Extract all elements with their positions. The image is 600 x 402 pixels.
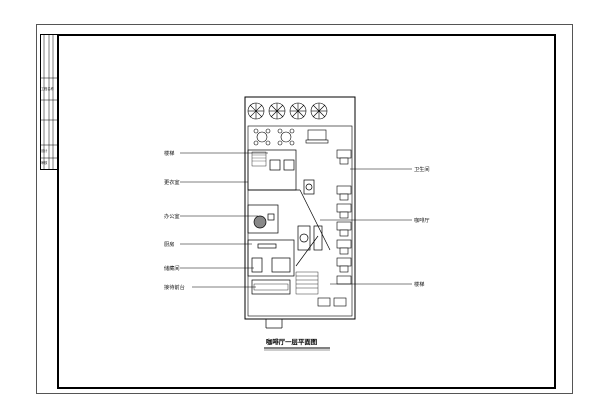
- label-stairs-left: 楼梯: [164, 149, 174, 157]
- label-office: 办公室: [164, 212, 180, 220]
- title-block-row3: 审核: [41, 160, 48, 165]
- label-stairs-right: 楼梯: [414, 280, 424, 288]
- round-tables: [253, 128, 329, 146]
- hall-furniture: [295, 179, 331, 267]
- title-block-text: 工程名称 设计 审核: [41, 86, 55, 165]
- label-reception: 接待前台: [164, 283, 185, 291]
- drawing-sheet: [36, 24, 573, 394]
- drawing-frame: [57, 34, 556, 389]
- label-restroom: 卫生间: [414, 165, 430, 173]
- terrace-umbrellas: [247, 102, 328, 120]
- umbrella-icon: [310, 102, 328, 120]
- drawing-title: 咖啡厅一层平面图: [266, 337, 317, 346]
- label-changing-room: 更衣室: [164, 178, 180, 186]
- stairs-lower: [295, 271, 319, 295]
- entrance: [265, 319, 283, 329]
- umbrella-icon: [268, 102, 286, 120]
- booth-seating: [317, 149, 352, 307]
- title-block-row1: 工程名称: [41, 86, 55, 91]
- room-labels: 楼梯 更衣室 办公室 厨房 储藏间 接待前台 卫生间 咖啡厅 楼梯: [164, 149, 430, 291]
- label-cafe-hall: 咖啡厅: [414, 216, 430, 224]
- umbrella-icon: [247, 102, 265, 120]
- leader-lines: [180, 152, 412, 288]
- title-block-lines: [40, 34, 58, 170]
- umbrella-icon: [289, 102, 307, 120]
- service-rooms: [247, 149, 300, 295]
- label-storage: 储藏间: [164, 264, 180, 272]
- title-block-row2: 设计: [41, 148, 48, 153]
- label-kitchen: 厨房: [164, 240, 174, 248]
